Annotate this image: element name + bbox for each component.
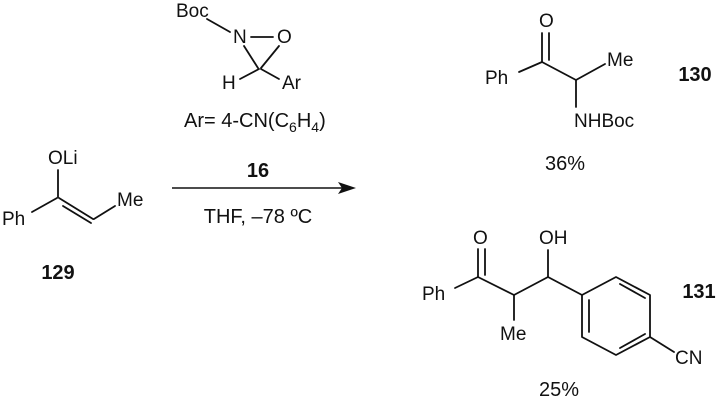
- product-130: O Ph Me NHBoc 130 36%: [485, 11, 712, 175]
- p131-c-ca-bond: [477, 276, 515, 296]
- p131-ca-cb-bond: [513, 276, 549, 296]
- sm-number: 129: [41, 262, 74, 284]
- c-ar-bond: [260, 68, 280, 80]
- sm-me-label: Me: [117, 190, 143, 211]
- p131-number: 131: [682, 281, 715, 303]
- reagent-n-label: N: [233, 27, 247, 48]
- ar-definition: Ar= 4-CN(C6H4): [184, 110, 326, 135]
- p130-ca-me-bond: [575, 63, 606, 81]
- n-c-bond: [243, 45, 259, 69]
- arrow-head: [338, 182, 356, 194]
- sm-oli-label: OLi: [48, 148, 78, 169]
- sm-double-bond-a: [58, 197, 94, 220]
- p130-number: 130: [678, 64, 711, 86]
- p130-nhboc-label: NHBoc: [574, 111, 634, 132]
- sm-ph-label: Ph: [2, 209, 25, 230]
- product-131: O Ph Me OH CN 131 25%: [422, 228, 716, 401]
- arrow-conditions: THF, –78 ºC: [204, 206, 312, 228]
- oxaziridine-reagent: Boc N O H Ar Ar= 4-CN(C6H4): [176, 1, 326, 135]
- o-c-bond: [260, 45, 280, 69]
- p131-ring-double-3: [619, 333, 646, 349]
- p131-me-label: Me: [500, 324, 526, 345]
- p131-o-label: O: [473, 228, 488, 249]
- starting-material-129: OLi Ph Me 129: [2, 148, 143, 284]
- p131-ring-cn-bond: [649, 336, 675, 353]
- p131-ph-label: Ph: [422, 284, 445, 305]
- arrow-reagent-number: 16: [247, 160, 269, 182]
- p130-c-ca-bond: [541, 61, 577, 81]
- p131-cn-label: CN: [675, 348, 702, 369]
- reagent-o-label: O: [277, 27, 292, 48]
- p131-benzene-ring: [581, 276, 651, 356]
- p131-yield: 25%: [539, 379, 579, 401]
- c-h-bond: [239, 68, 260, 80]
- sm-c-ph-bond: [31, 197, 58, 213]
- reagent-ar-label: Ar: [282, 73, 302, 94]
- p130-ph-label: Ph: [485, 68, 508, 89]
- sm-double-bond-b: [62, 205, 92, 224]
- reagent-h-label: H: [222, 73, 236, 94]
- p131-oh-label: OH: [539, 228, 568, 249]
- p130-c-ph-bond: [518, 61, 543, 73]
- p131-c-ph-bond: [454, 276, 479, 289]
- reaction-arrow: 16 THF, –78 ºC: [172, 160, 356, 228]
- sm-c-me-bond: [93, 205, 116, 220]
- p130-yield: 36%: [545, 153, 585, 175]
- p131-ring-double-2: [619, 283, 646, 299]
- reagent-boc-label: Boc: [176, 1, 209, 22]
- p130-me-label: Me: [607, 50, 633, 71]
- p130-o-label: O: [539, 11, 554, 32]
- boc-n-bond: [206, 18, 231, 33]
- p131-cb-ring-bond: [547, 276, 583, 296]
